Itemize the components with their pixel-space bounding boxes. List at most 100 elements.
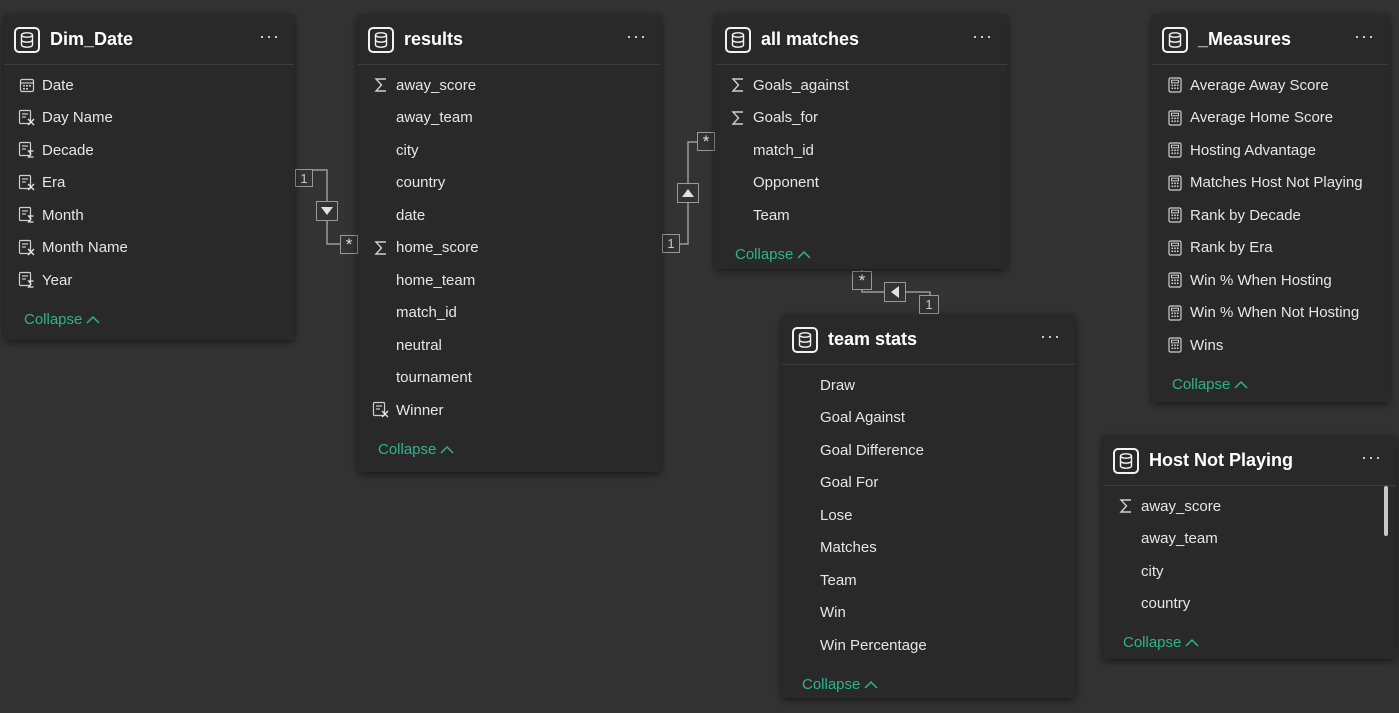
sigma-icon [372, 76, 390, 94]
field-row[interactable]: Era [4, 167, 294, 200]
field-row[interactable]: match_id [358, 297, 661, 330]
field-row[interactable]: Month Name [4, 232, 294, 265]
field-row[interactable]: match_id [715, 134, 1007, 167]
field-label: Decade [42, 141, 94, 159]
field-row[interactable]: Opponent [715, 167, 1007, 200]
field-row[interactable]: Team [715, 199, 1007, 232]
more-options-button[interactable]: ··· [1361, 447, 1382, 467]
field-row[interactable]: Win Percentage [782, 629, 1075, 662]
filter-direction-left-icon [884, 282, 906, 302]
blank-icon [372, 109, 390, 127]
collapse-button[interactable]: Collapse [1172, 376, 1248, 393]
field-row[interactable]: Decade [4, 134, 294, 167]
table-header[interactable]: Dim_Date··· [4, 15, 294, 65]
field-row[interactable]: Day Name [4, 102, 294, 135]
collapse-button[interactable]: Collapse [1123, 634, 1199, 651]
field-row[interactable]: Hosting Advantage [1152, 134, 1389, 167]
calculated-column-icon [372, 401, 390, 419]
field-row[interactable]: city [358, 134, 661, 167]
field-row[interactable]: Winner [358, 394, 661, 427]
field-label: home_team [396, 271, 476, 289]
field-row[interactable]: Draw [782, 369, 1075, 402]
field-label: Win % When Not Hosting [1190, 304, 1360, 322]
field-row[interactable]: away_score [358, 69, 661, 102]
field-label: city [1141, 562, 1164, 580]
field-label: Average Home Score [1190, 109, 1334, 127]
field-row[interactable]: Average Away Score [1152, 69, 1389, 102]
field-row[interactable]: Goal Against [782, 402, 1075, 435]
field-row[interactable]: Matches Host Not Playing [1152, 167, 1389, 200]
sigma-icon [729, 76, 747, 94]
collapse-button[interactable]: Collapse [24, 311, 100, 328]
field-row[interactable]: Date [4, 69, 294, 102]
table-header[interactable]: Host Not Playing··· [1103, 436, 1396, 486]
collapse-button[interactable]: Collapse [802, 676, 878, 693]
field-row[interactable]: away_score [1103, 490, 1396, 523]
table-header[interactable]: team stats··· [782, 315, 1075, 365]
field-label: Goals_against [753, 76, 849, 94]
collapse-button[interactable]: Collapse [735, 246, 811, 263]
blank-icon [1117, 530, 1135, 548]
field-row[interactable]: home_team [358, 264, 661, 297]
field-row[interactable]: Matches [782, 532, 1075, 565]
field-row[interactable]: Win % When Hosting [1152, 264, 1389, 297]
field-row[interactable]: Goals_for [715, 102, 1007, 135]
field-row[interactable]: Lose [782, 499, 1075, 532]
sigma-icon [1117, 497, 1135, 515]
calculator-icon [1166, 271, 1184, 289]
field-row[interactable]: Year [4, 264, 294, 297]
more-options-button[interactable]: ··· [972, 26, 993, 46]
more-options-button[interactable]: ··· [259, 26, 280, 46]
field-row[interactable]: Goal For [782, 467, 1075, 500]
blank-icon [372, 141, 390, 159]
table-header[interactable]: results··· [358, 15, 661, 65]
field-row[interactable]: Month [4, 199, 294, 232]
field-row[interactable]: neutral [358, 329, 661, 362]
field-label: Winner [396, 401, 444, 419]
field-label: away_team [396, 109, 473, 127]
field-row[interactable]: Team [782, 564, 1075, 597]
field-row[interactable]: Goal Difference [782, 434, 1075, 467]
field-row[interactable]: Average Home Score [1152, 102, 1389, 135]
field-row[interactable]: away_team [358, 102, 661, 135]
calculator-icon [1166, 141, 1184, 159]
field-row[interactable]: Rank by Era [1152, 232, 1389, 265]
field-row[interactable]: Win [782, 597, 1075, 630]
more-options-button[interactable]: ··· [626, 26, 647, 46]
field-row[interactable]: city [1103, 555, 1396, 588]
chevron-up-icon [86, 311, 100, 328]
field-row[interactable]: country [358, 167, 661, 200]
field-row[interactable]: Goals_against [715, 69, 1007, 102]
field-label: Era [42, 174, 66, 192]
field-row[interactable]: Win % When Not Hosting [1152, 297, 1389, 330]
field-row[interactable]: Rank by Decade [1152, 199, 1389, 232]
field-row[interactable]: Wins [1152, 329, 1389, 362]
field-row[interactable]: away_team [1103, 523, 1396, 556]
collapse-button[interactable]: Collapse [378, 441, 454, 458]
chevron-up-icon [864, 676, 878, 693]
field-row[interactable]: country [1103, 588, 1396, 621]
table-header[interactable]: all matches··· [715, 15, 1007, 65]
table-header[interactable]: _Measures··· [1152, 15, 1389, 65]
field-label: Goals_for [753, 109, 819, 127]
field-label: away_score [1141, 497, 1222, 515]
field-label: Goal Difference [820, 441, 924, 459]
field-row[interactable]: home_score [358, 232, 661, 265]
field-row[interactable]: tournament [358, 362, 661, 395]
field-label: Rank by Decade [1190, 206, 1301, 224]
more-options-button[interactable]: ··· [1354, 26, 1375, 46]
field-label: Wins [1190, 336, 1224, 354]
vertical-scrollbar[interactable] [1384, 486, 1388, 536]
field-label: country [396, 174, 446, 192]
field-row[interactable]: date [358, 199, 661, 232]
calculator-icon [1166, 174, 1184, 192]
more-options-button[interactable]: ··· [1040, 326, 1061, 346]
chevron-up-icon [1185, 634, 1199, 651]
